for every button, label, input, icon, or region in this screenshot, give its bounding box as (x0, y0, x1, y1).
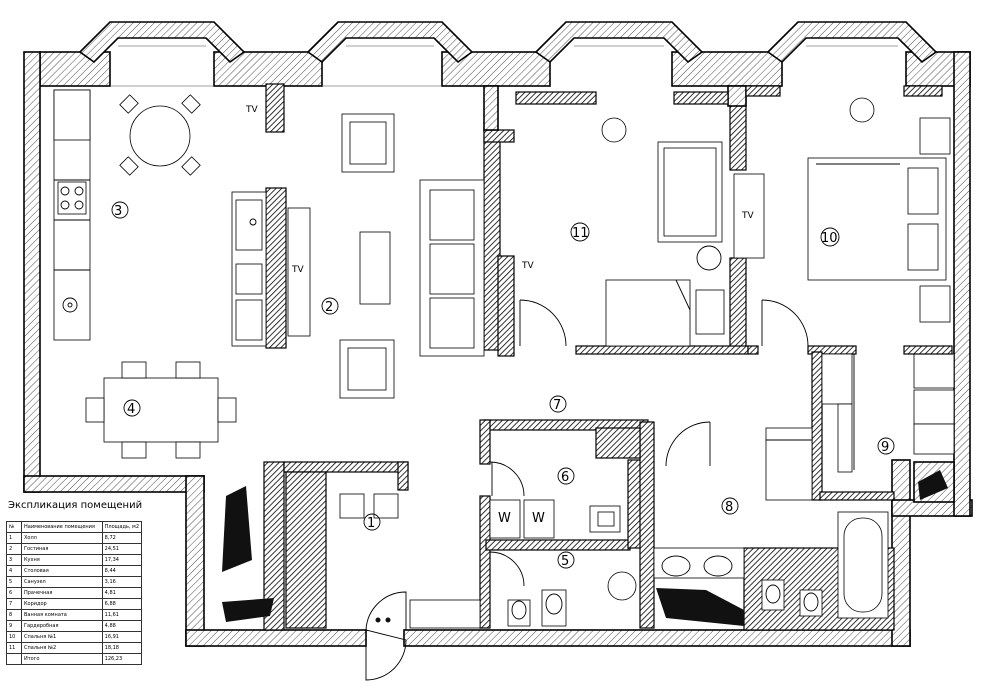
legend-cell-area: 3,16 (101, 576, 143, 588)
room-number-10: 10 (821, 231, 838, 246)
room-number-11: 11 (572, 226, 589, 241)
bathroom: 8 (653, 427, 889, 626)
legend-cell-name: Прачечная (21, 587, 103, 599)
room-number-8: 8 (725, 500, 733, 515)
laundry: W W 6 (489, 427, 641, 539)
sink-icon (62, 297, 78, 313)
legend-cell-area: 16,91 (101, 631, 143, 643)
legend-cell-area: 8,44 (101, 565, 143, 577)
legend-cell-area: 8,72 (101, 532, 143, 544)
legend-cell-name: Гостиная (21, 543, 103, 555)
legend-cell-name: Санузел (21, 576, 103, 588)
tv-label: TV (291, 265, 304, 275)
outer-walls (23, 21, 973, 647)
legend-cell-name: Холл (21, 532, 103, 544)
legend-title: Экспликация помещений (8, 500, 143, 511)
legend-cell-area: 4,81 (101, 587, 143, 599)
corridor: 7 (549, 395, 711, 467)
legend-cell-name: Столовая (21, 565, 103, 577)
legend-cell-no: 11 (6, 642, 22, 654)
room-number-9: 9 (881, 440, 889, 455)
room-number-2: 2 (325, 300, 333, 315)
legend-cell-area: 4,88 (101, 620, 143, 632)
room-number-3: 3 (114, 204, 122, 219)
legend-cell-no: 6 (6, 587, 22, 599)
legend-cell-area: 6,88 (101, 598, 143, 610)
legend-total-area: 126,23 (101, 653, 143, 665)
legend-cell-name: Спальня №1 (21, 631, 103, 643)
legend-cell-name: Гардеробная (21, 620, 103, 632)
legend-header-area: Площадь, м2 (101, 521, 143, 533)
legend-total-no (6, 653, 22, 665)
bedroom-1: 10 (761, 97, 951, 347)
legend-cell-name: Коридор (21, 598, 103, 610)
legend-total-name: Итого (21, 653, 103, 665)
legend-cell-no: 2 (6, 543, 22, 555)
legend-cell-no: 10 (6, 631, 22, 643)
legend-cell-area: 17,34 (101, 554, 143, 566)
bedroom-2: TV TV 11 (519, 117, 765, 347)
washer-label: W (498, 511, 511, 526)
legend-header-row: № Наименование помещения Площадь, м2 (6, 521, 143, 533)
legend-cell-area: 11,61 (101, 609, 143, 621)
room-number-4: 4 (127, 402, 135, 417)
living-room: TV TV 2 (231, 105, 485, 399)
toilet-room: 5 (489, 551, 637, 627)
room-number-1: 1 (367, 516, 375, 531)
room-legend: Экспликация помещений № Наименование пом… (6, 500, 148, 665)
legend-header-no: № (6, 521, 22, 533)
legend-cell-no: 3 (6, 554, 22, 566)
cooktop-icon (57, 181, 87, 215)
tv-label: TV (245, 105, 258, 115)
legend-cell-no: 5 (6, 576, 22, 588)
room-number-6: 6 (561, 470, 569, 485)
hall: 1 (222, 471, 481, 681)
legend-cell-area: 24,51 (101, 543, 143, 555)
dining: 4 (85, 361, 237, 459)
tv-label: TV (741, 211, 754, 221)
legend-cell-no: 9 (6, 620, 22, 632)
legend-cell-no: 1 (6, 532, 22, 544)
window-sills (110, 85, 943, 105)
wardrobe: 9 (821, 345, 955, 500)
legend-cell-name: Ванная комната (21, 609, 103, 621)
room-number-7: 7 (553, 398, 561, 413)
legend-cell-name: Спальня №2 (21, 642, 103, 654)
legend-cell-no: 8 (6, 609, 22, 621)
room-number-5: 5 (561, 554, 569, 569)
legend-cell-no: 7 (6, 598, 22, 610)
legend-cell-area: 18,18 (101, 642, 143, 654)
washer-label: W (532, 511, 545, 526)
legend-cell-name: Кухня (21, 554, 103, 566)
legend-cell-no: 4 (6, 565, 22, 577)
kitchen: 3 (53, 89, 201, 341)
legend-header-name: Наименование помещения (21, 521, 103, 533)
round-table (129, 105, 191, 167)
tv-label: TV (521, 261, 534, 271)
